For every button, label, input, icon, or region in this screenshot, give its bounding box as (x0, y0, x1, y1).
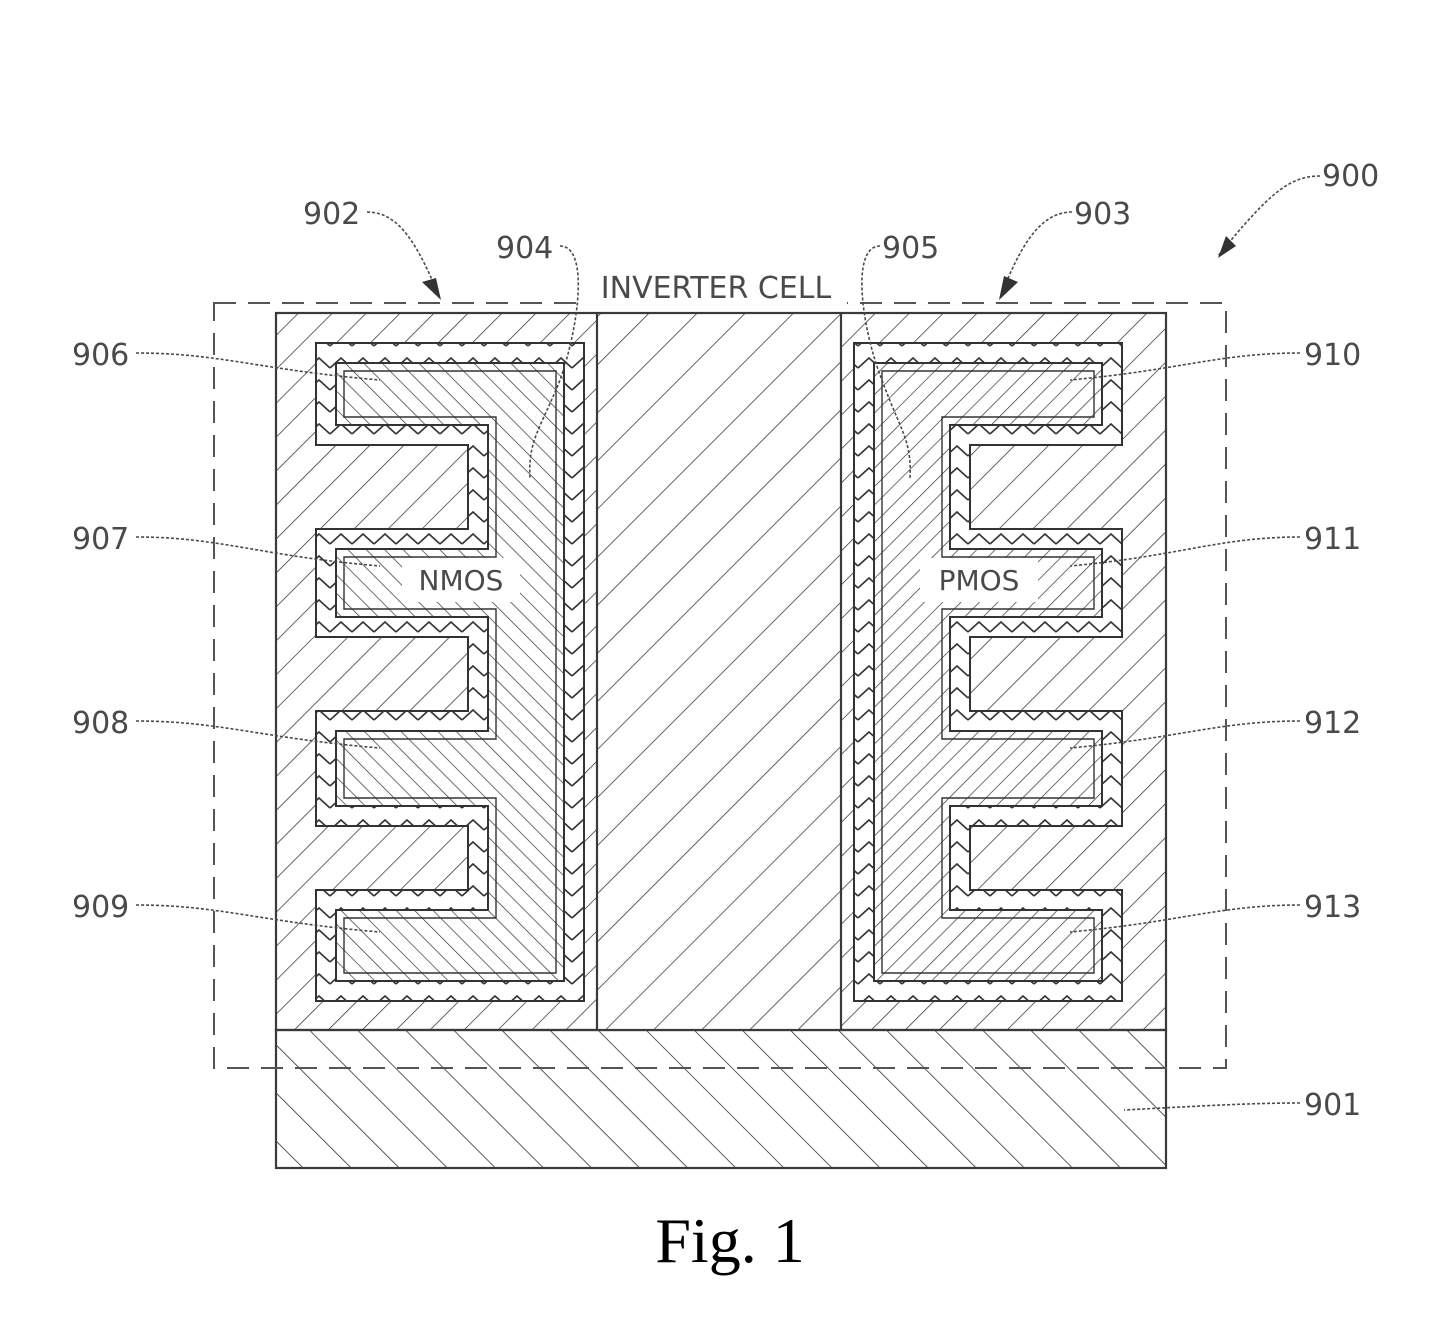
ref-908: 908 (72, 706, 381, 749)
ref-912: 912 (1069, 706, 1361, 749)
nmos-label-group: NMOS (402, 558, 520, 602)
ref-907-label: 907 (72, 522, 129, 557)
ref-913: 913 (1069, 890, 1361, 933)
ref-912-label: 912 (1304, 706, 1361, 741)
ref-910-label: 910 (1304, 338, 1361, 373)
ref-907: 907 (72, 522, 381, 567)
ref-903: 903 (999, 197, 1131, 300)
ref-913-label: 913 (1304, 890, 1361, 925)
ref-900: 900 (1217, 159, 1379, 258)
ref-905-label: 905 (882, 231, 939, 266)
ref-906: 906 (72, 338, 381, 381)
ref-909-label: 909 (72, 890, 129, 925)
figure-caption: Fig. 1 (655, 1205, 804, 1276)
ref-904-label: 904 (496, 231, 553, 266)
ref-903-label: 903 (1074, 197, 1131, 232)
pmos-gate-structure (853, 342, 1123, 1002)
pmos-label-group: PMOS (920, 558, 1038, 602)
ref-904: 904 (496, 231, 580, 479)
ref-908-label: 908 (72, 706, 129, 741)
ref-911-label: 911 (1304, 522, 1361, 557)
ref-906-label: 906 (72, 338, 129, 373)
ref-909: 909 (72, 890, 381, 933)
substrate-901 (274, 1028, 1168, 1170)
ref-902-label: 902 (303, 197, 360, 232)
inverter-cell-label: INVERTER CELL (601, 271, 832, 306)
ref-911: 911 (1069, 522, 1361, 567)
nmos-gate-structure (315, 342, 585, 1002)
inverter-cell-boundary (213, 302, 1227, 1069)
ref-901: 901 (1123, 1088, 1361, 1123)
cell-label-group: INVERTER CELL (585, 266, 847, 308)
ref-910: 910 (1069, 338, 1361, 381)
ref-900-label: 900 (1322, 159, 1379, 194)
ref-902: 902 (303, 197, 441, 300)
nmos-label: NMOS (419, 564, 504, 597)
ref-905: 905 (861, 231, 939, 479)
ref-901-label: 901 (1304, 1088, 1361, 1123)
pmos-label: PMOS (939, 564, 1020, 597)
